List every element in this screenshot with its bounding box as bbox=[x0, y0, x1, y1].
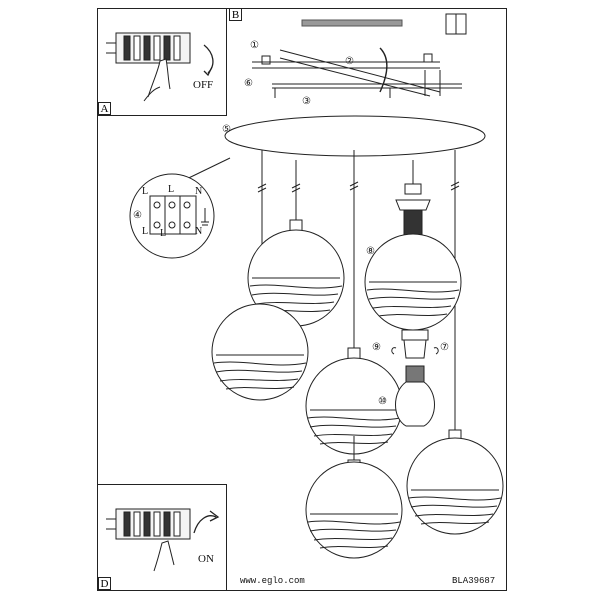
step-3: ③ bbox=[302, 96, 311, 107]
step-5: ⑤ bbox=[222, 124, 231, 135]
instruction-sheet bbox=[97, 8, 507, 591]
panel-a-switch-off: OFF A bbox=[97, 8, 227, 116]
on-label: ON bbox=[198, 553, 214, 565]
switch-on-illustration bbox=[106, 508, 220, 572]
panel-letter-d: D bbox=[98, 577, 111, 590]
terminal-bottom-1: L bbox=[142, 226, 149, 237]
footer-website: www.eglo.com bbox=[240, 576, 305, 586]
step-2: ② bbox=[345, 56, 354, 67]
terminal-top-2: L bbox=[168, 184, 175, 195]
terminal-top-1: L bbox=[142, 186, 149, 197]
step-10: ⑩ bbox=[378, 396, 387, 407]
step-1: ① bbox=[250, 40, 259, 51]
panel-d-switch-on: ON D bbox=[97, 484, 227, 591]
footer-code: BLA39687 bbox=[452, 576, 496, 586]
panel-letter-a: A bbox=[98, 102, 111, 115]
step-9: ⑨ bbox=[372, 342, 381, 353]
terminal-top-3: N bbox=[195, 186, 203, 197]
terminal-bottom-3: N bbox=[195, 226, 203, 237]
terminal-bottom-2: L bbox=[160, 228, 167, 239]
step-6: ⑥ bbox=[244, 78, 253, 89]
step-7: ⑦ bbox=[440, 342, 449, 353]
switch-off-illustration bbox=[106, 32, 214, 102]
step-4: ④ bbox=[133, 210, 142, 221]
off-label: OFF bbox=[193, 79, 214, 91]
step-8: ⑧ bbox=[366, 246, 375, 257]
panel-letter-b: B bbox=[229, 8, 242, 21]
